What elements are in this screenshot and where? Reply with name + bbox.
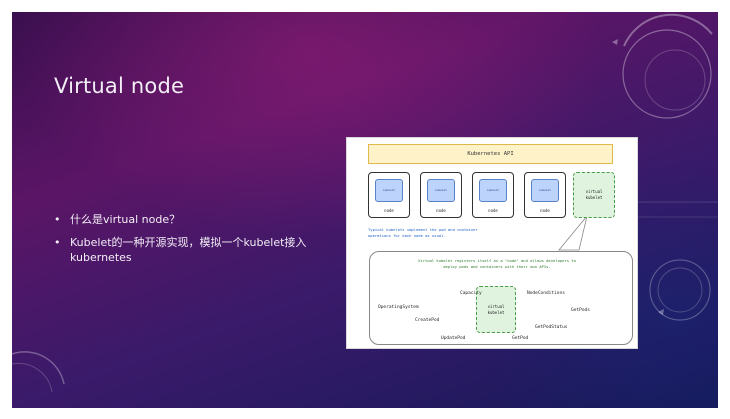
kubelet-chip: kubelet bbox=[375, 179, 403, 202]
api-method-label: NodeConditions bbox=[527, 291, 565, 296]
node-label: node bbox=[384, 208, 394, 213]
kubelet-chip: kubelet bbox=[479, 179, 507, 202]
node-box: kubelet node bbox=[524, 172, 566, 218]
virtual-kubelet-diagram: Kubernetes API kubelet node kubelet node… bbox=[346, 137, 638, 349]
node-label: node bbox=[488, 208, 498, 213]
virtual-kubelet-box: virtual kubelet bbox=[573, 172, 615, 218]
api-method-label: UpdatePod bbox=[441, 336, 466, 341]
kubernetes-api-bar: Kubernetes API bbox=[368, 144, 613, 164]
node-box: kubelet node bbox=[368, 172, 410, 218]
kubelet-chip: kubelet bbox=[427, 179, 455, 202]
api-method-label: GetPod bbox=[512, 336, 529, 341]
node-box: kubelet node bbox=[472, 172, 514, 218]
bullet-item: 什么是virtual node？ bbox=[54, 212, 344, 227]
node-box: kubelet node bbox=[420, 172, 462, 218]
bullet-item: Kubelet的一种开源实现，模拟一个kubelet接入kubernetes bbox=[54, 235, 344, 265]
bullet-list: 什么是virtual node？ Kubelet的一种开源实现，模拟一个kube… bbox=[54, 212, 344, 273]
api-method-label: Capacity bbox=[460, 291, 482, 296]
diagram-connector bbox=[558, 215, 588, 251]
api-method-label: OperatingSystem bbox=[378, 305, 419, 310]
kubelet-chip: kubelet bbox=[531, 179, 559, 202]
node-label: node bbox=[436, 208, 446, 213]
node-label: node bbox=[540, 208, 550, 213]
virtual-kubelet-description: Virtual kubelet registers itself as a "n… bbox=[418, 258, 576, 269]
api-method-label: CreatePod bbox=[415, 318, 440, 323]
slide-title: Virtual node bbox=[54, 74, 185, 98]
slide: Virtual node 什么是virtual node？ Kubelet的一种… bbox=[12, 12, 718, 408]
api-method-label: GetPodStatus bbox=[535, 325, 568, 330]
api-method-label: GetPods bbox=[571, 308, 590, 313]
typical-kubelet-note: Typical kubelets implement the pod and c… bbox=[368, 227, 478, 238]
virtual-kubelet-center-box: virtual kubelet bbox=[476, 286, 516, 333]
